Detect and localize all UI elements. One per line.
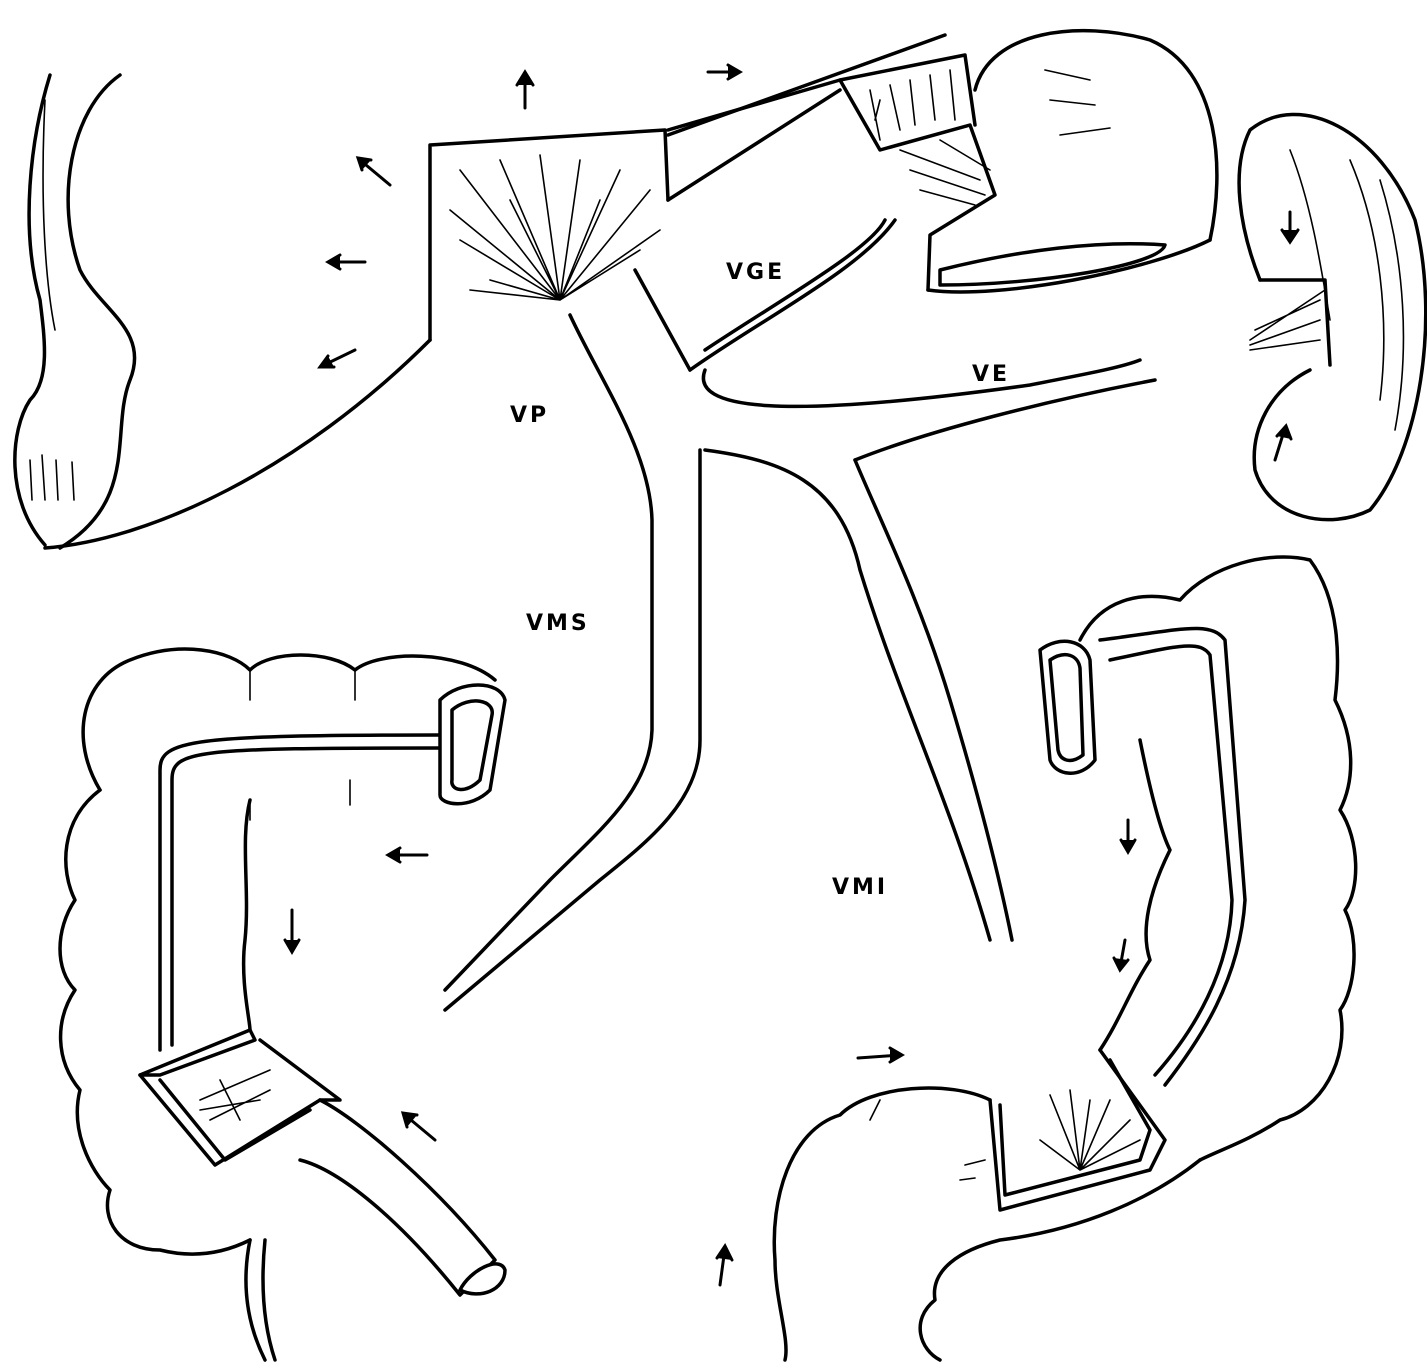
label-vms: VMS [526,611,590,636]
vge-vessel [635,220,895,370]
ascending-colon-outline [60,649,505,1360]
label-vp: VP [510,403,549,428]
label-vge: VGE [726,260,785,285]
spleen-outline [1239,114,1426,519]
descending-colon-outline [717,557,1356,1360]
vessel-labels: VGE VE VP VMS VMI [510,260,1010,900]
stomach-outline [668,31,1217,292]
splenic-vein [703,360,1155,460]
liver-arrows [320,65,740,367]
label-ve: VE [972,362,1010,387]
liver-outline [15,75,668,548]
portal-vein [445,315,700,1010]
label-vmi: VMI [832,875,888,900]
liver-hilum-vessels [450,155,660,300]
inferior-mesenteric-vein [705,450,1012,940]
